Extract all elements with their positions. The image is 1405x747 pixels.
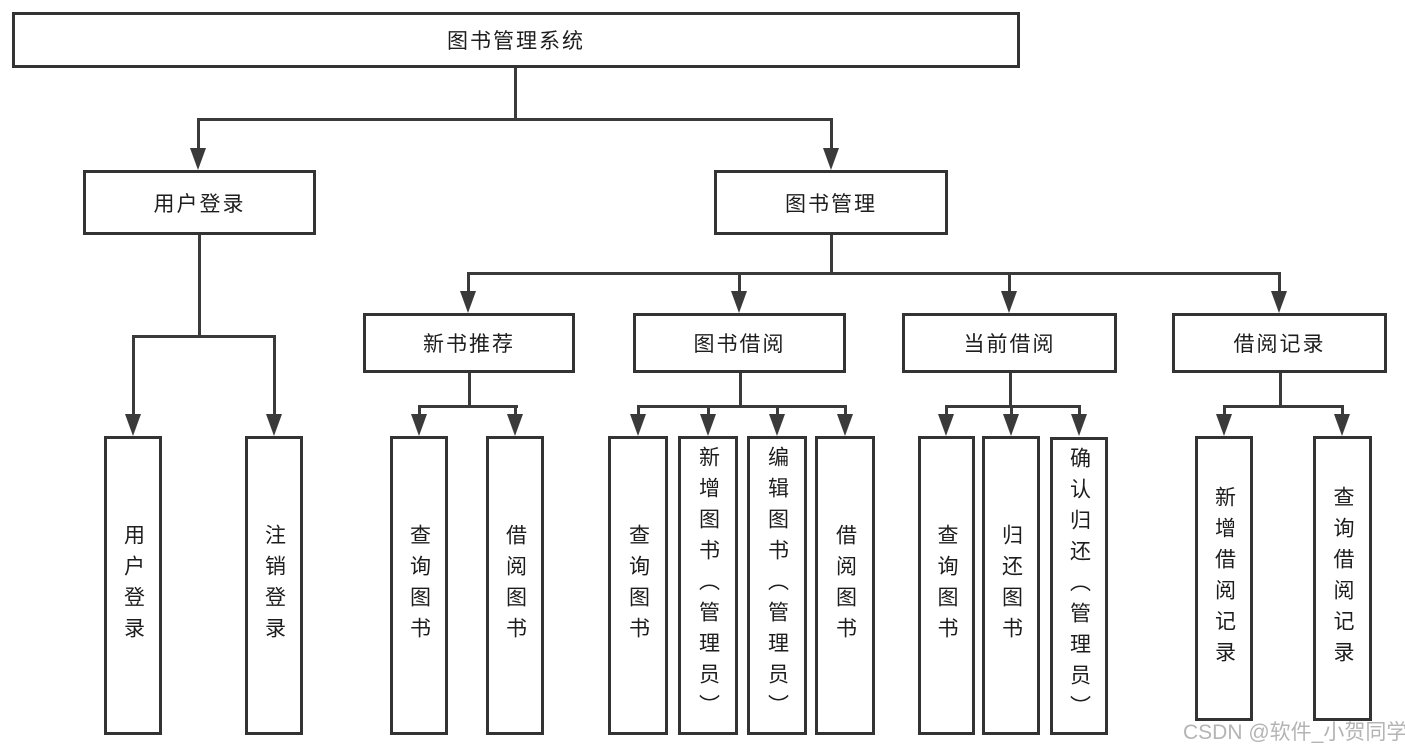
connector-book-management-drop: [830, 235, 833, 274]
node-borrowing-records-label: 借阅记录: [1233, 333, 1326, 356]
leaf-edit-book-admin: 编辑图书（管理员）: [747, 436, 807, 735]
connector-stem: [738, 272, 741, 293]
connector-stem: [1278, 272, 1281, 293]
node-current-borrowing-label: 当前借阅: [963, 333, 1056, 356]
arrow-down: [837, 414, 853, 436]
arrow-down: [507, 414, 523, 436]
leaf-user-login: 用户登录: [104, 436, 162, 735]
connector-drop: [1279, 373, 1282, 408]
leaf-query-books-recommend-label: 查询图书: [407, 523, 431, 648]
connector-stem: [1078, 405, 1081, 416]
leaf-borrow-books-borrowing: 借阅图书: [815, 436, 875, 735]
connector-drop: [1009, 373, 1012, 408]
arrow-down: [1071, 414, 1087, 436]
arrow-down: [700, 414, 716, 436]
connector-drop: [739, 373, 742, 408]
connector-stem: [1341, 405, 1344, 416]
connector-level2-bus: [197, 118, 833, 121]
leaf-confirm-return-admin: 确认归还（管理员）: [1050, 437, 1108, 735]
node-user-login-label: 用户登录: [153, 192, 246, 216]
node-current-borrowing: 当前借阅: [902, 313, 1117, 373]
leaf-query-books-recommend: 查询图书: [390, 436, 448, 735]
leaf-logout-label: 注销登录: [262, 523, 286, 648]
arrow-down: [1003, 414, 1019, 436]
arrow-down: [769, 414, 785, 436]
connector-user-login-bus: [132, 335, 276, 338]
leaf-add-book-admin-label: 新增图书（管理员）: [696, 446, 720, 725]
node-book-borrowing: 图书借阅: [633, 313, 846, 373]
leaf-query-books-current-label: 查询图书: [935, 523, 958, 648]
leaf-edit-book-admin-label: 编辑图书（管理员）: [765, 446, 789, 725]
arrow-down: [1216, 414, 1232, 436]
leaf-query-borrow-record: 查询借阅记录: [1313, 436, 1372, 721]
arrow-down: [731, 291, 747, 313]
leaf-add-borrow-record: 新增借阅记录: [1195, 436, 1253, 721]
arrow-down: [1271, 291, 1287, 313]
connector-stem: [418, 405, 421, 416]
connector-stem: [1008, 272, 1011, 293]
arrow-down: [190, 148, 206, 170]
connector-borrow-records-bus: [1223, 405, 1344, 408]
node-borrowing-records: 借阅记录: [1172, 313, 1387, 373]
leaf-query-books-borrowing-label: 查询图书: [626, 523, 650, 648]
csdn-watermark: CSDN @软件_小贺同学: [1183, 721, 1405, 744]
arrow-down: [823, 148, 839, 170]
leaf-borrow-books-borrowing-label: 借阅图书: [833, 523, 857, 648]
connector-current-borrow-bus: [945, 405, 1081, 408]
connector-stem: [844, 405, 847, 416]
arrow-down: [266, 414, 282, 436]
connector-stem: [467, 272, 470, 293]
connector-root-drop: [514, 68, 517, 121]
connector-new-book-bus: [418, 405, 518, 408]
connector-book-borrow-bus: [637, 405, 847, 408]
leaf-logout: 注销登录: [245, 436, 303, 735]
connector-stem: [776, 405, 779, 416]
leaf-confirm-return-admin-label: 确认归还（管理员）: [1067, 446, 1091, 726]
leaf-user-login-label: 用户登录: [121, 523, 145, 648]
connector-stem: [707, 405, 710, 416]
arrow-down: [1334, 414, 1350, 436]
connector-stem: [637, 405, 640, 416]
node-book-management: 图书管理: [714, 170, 948, 235]
node-new-book-recommend-label: 新书推荐: [423, 333, 515, 356]
node-book-management-label: 图书管理: [785, 192, 877, 216]
arrow-down: [938, 414, 954, 436]
leaf-return-book: 归还图书: [982, 436, 1040, 735]
connector-stem: [945, 405, 948, 416]
connector-stem: [273, 335, 276, 416]
leaf-add-borrow-record-label: 新增借阅记录: [1212, 485, 1236, 672]
arrow-down: [630, 414, 646, 436]
connector-level3-bus: [467, 272, 1281, 275]
leaf-borrow-books-recommend: 借阅图书: [486, 436, 544, 735]
connector-stem: [132, 335, 135, 416]
leaf-borrow-books-recommend-label: 借阅图书: [503, 523, 527, 648]
connector-stem: [1223, 405, 1226, 416]
node-new-book-recommend: 新书推荐: [363, 313, 575, 373]
connector-stem: [514, 405, 517, 416]
leaf-query-borrow-record-label: 查询借阅记录: [1331, 485, 1354, 672]
arrow-down: [411, 414, 427, 436]
connector-stem: [197, 118, 200, 150]
connector-drop: [468, 373, 471, 408]
node-library-management-system: 图书管理系统: [12, 12, 1020, 68]
leaf-query-books-borrowing: 查询图书: [608, 436, 668, 735]
leaf-add-book-admin: 新增图书（管理员）: [678, 436, 738, 735]
leaf-query-books-current: 查询图书: [918, 436, 975, 735]
node-library-management-system-label: 图书管理系统: [447, 30, 585, 53]
arrow-down: [125, 414, 141, 436]
node-user-login: 用户登录: [83, 170, 316, 235]
leaf-return-book-label: 归还图书: [999, 523, 1023, 648]
node-book-borrowing-label: 图书借阅: [693, 333, 786, 356]
arrow-down: [460, 291, 476, 313]
arrow-down: [1001, 291, 1017, 313]
connector-stem: [1010, 405, 1013, 416]
connector-user-login-drop: [198, 235, 201, 336]
connector-stem: [830, 118, 833, 150]
